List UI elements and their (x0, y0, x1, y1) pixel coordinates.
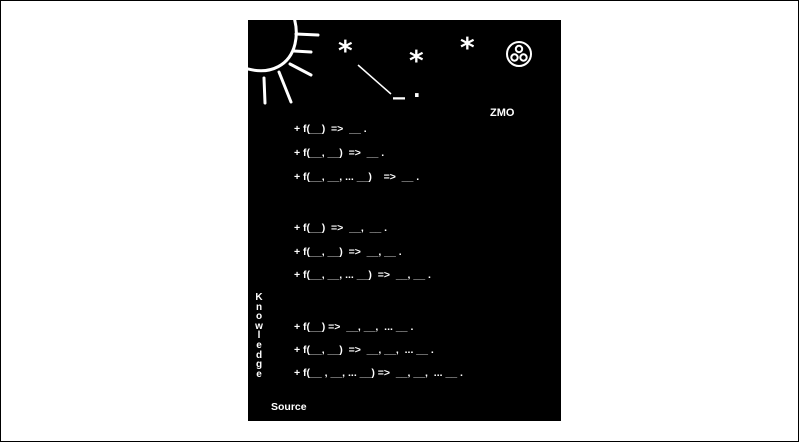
knowledge-diagram-panel: * * * _ . ZMO + f(__) => __ . + f(__, __… (248, 20, 561, 421)
star-mark-middle: * (409, 47, 424, 75)
connector-line (358, 65, 391, 94)
star-mark-left: * (338, 37, 353, 65)
star-mark-right: * (460, 34, 475, 62)
dot-mark: . (413, 80, 421, 100)
function-row: + f(__, __) => __, __ . (294, 246, 402, 259)
function-row: + f(__ , __, ... __) => __, __, ... __ . (294, 367, 463, 380)
sun-icon (248, 20, 318, 103)
function-row: + f(__) => __, __, ... __ . (294, 321, 413, 334)
function-row: + f(__, __) => __, __, ... __ . (294, 344, 434, 357)
function-row: + f(__) => __ . (294, 123, 367, 136)
function-row: + f(__, __, ... __) => __ . (294, 171, 419, 184)
source-label: Source (271, 402, 307, 413)
short-line-mark: _ (393, 74, 405, 98)
zmo-label: ZMO (490, 108, 514, 119)
function-row: + f(__) => __, __ . (294, 222, 387, 235)
triple-circle-icon (507, 42, 531, 66)
function-row: + f(__, __, ... __) => __, __ . (294, 269, 431, 282)
function-row: + f(__, __) => __ . (294, 147, 384, 160)
vertical-letter: e (254, 370, 264, 380)
